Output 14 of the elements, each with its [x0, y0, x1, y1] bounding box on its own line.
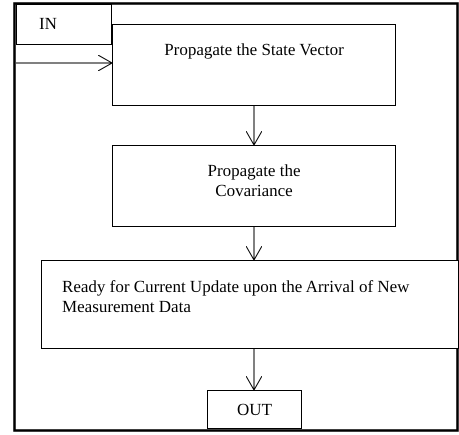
- process-box: [112, 24, 396, 106]
- process-box: [16, 4, 112, 45]
- arrow: [246, 106, 262, 146]
- process-box: [112, 145, 396, 227]
- arrow: [246, 348, 262, 390]
- arrow: [246, 226, 262, 260]
- process-box: [207, 390, 302, 429]
- box-label: IN: [38, 14, 57, 34]
- box-label: Propagate the State Vector: [164, 40, 344, 60]
- process-box: [41, 260, 459, 349]
- box-label: OUT: [237, 400, 272, 420]
- box-label: Propagate the Covariance: [206, 161, 302, 201]
- box-label: Ready for Current Update upon the Arrival of New Measurement Data: [62, 277, 410, 317]
- arrow: [16, 54, 112, 72]
